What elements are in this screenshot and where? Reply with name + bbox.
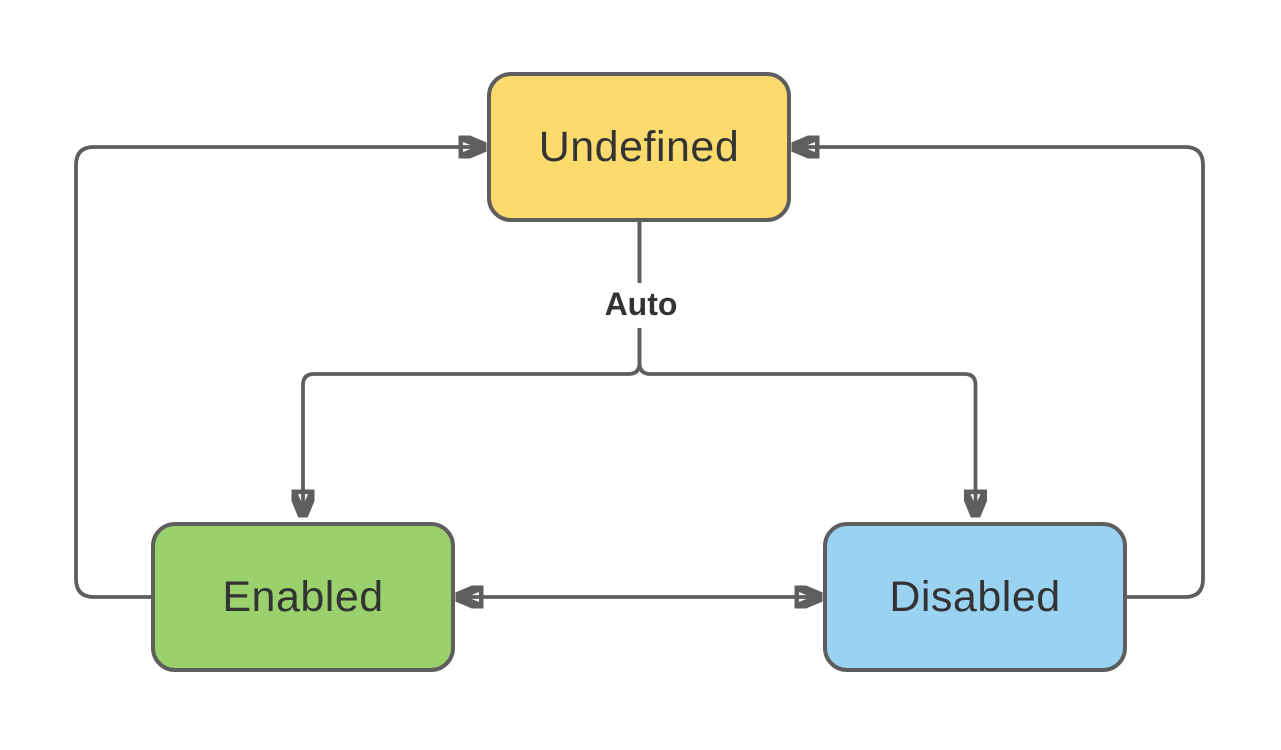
state-node-undefined: Undefined (487, 72, 791, 222)
state-node-undefined-label: Undefined (538, 122, 740, 171)
state-node-disabled: Disabled (823, 522, 1127, 672)
edge-disabled-to-undefined (794, 147, 1205, 599)
edge-label-auto: Auto (598, 283, 684, 328)
edge-undefined-to-disabled (637, 222, 976, 515)
edge-enabled-to-undefined (74, 147, 484, 599)
state-node-enabled-label: Enabled (222, 572, 384, 621)
state-node-enabled: Enabled (151, 522, 455, 672)
state-node-disabled-label: Disabled (889, 572, 1061, 621)
edge-undefined-to-enabled (303, 222, 642, 515)
